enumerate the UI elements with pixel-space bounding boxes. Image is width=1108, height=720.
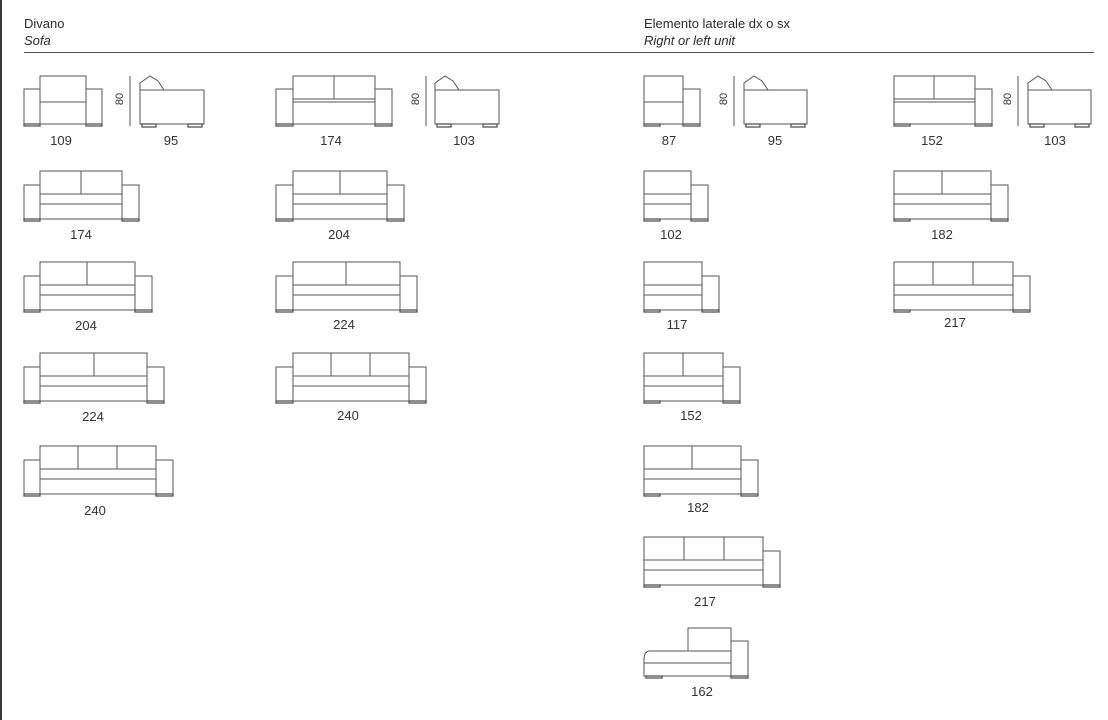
sofa-section-title: Divano (24, 16, 65, 31)
sofa-224a-drawing (275, 261, 418, 313)
sofa-204-drawing (23, 261, 153, 313)
sofa-240a-drawing (275, 352, 427, 404)
side-width-label: 87 (661, 133, 677, 148)
sofa-section-header: Divano Sofa (24, 15, 64, 49)
side-152a-front-drawing (893, 75, 993, 127)
page-left-border (0, 0, 2, 720)
sofa-width-label: 109 (50, 133, 72, 148)
sofa-width-label: 204 (75, 318, 97, 333)
sofa-width-label: 224 (333, 317, 355, 332)
side-unit-section-header: Elemento laterale dx o sx Right or left … (644, 15, 790, 49)
sofa-240-drawing (23, 445, 174, 497)
side-width-label: 182 (931, 227, 953, 242)
side-217-drawing (643, 536, 781, 588)
side-width-label: 152 (921, 133, 943, 148)
sofa-109-front-drawing (23, 75, 103, 127)
sofa-204a-drawing (275, 170, 405, 222)
side-unit-section-title: Elemento laterale dx o sx (644, 16, 790, 31)
sofa-224-drawing (23, 352, 165, 404)
side-152a-side-drawing (1017, 75, 1092, 128)
side-unit-section-subtitle: Right or left unit (644, 33, 736, 48)
side-87-height-label: 80 (718, 92, 731, 106)
sofa-depth-label: 95 (163, 133, 179, 148)
side-162-chaise-drawing (643, 627, 749, 679)
sofa-109-side-drawing (129, 75, 205, 128)
sofa-depth-label: 103 (453, 133, 475, 148)
side-width-label: 117 (666, 317, 688, 332)
side-217a-drawing (893, 261, 1031, 313)
sofa-174-side-drawing (425, 75, 500, 128)
side-182a-drawing (893, 170, 1009, 222)
sofa-width-label: 174 (320, 133, 342, 148)
side-182-drawing (643, 445, 759, 497)
sofa-width-label: 174 (70, 227, 92, 242)
sofa-section-subtitle: Sofa (24, 33, 51, 48)
side-152-drawing (643, 352, 741, 404)
sofa-174-drawing (23, 170, 140, 222)
side-87-side-drawing (733, 75, 808, 128)
side-152-height-label: 80 (1002, 92, 1015, 106)
side-width-label: 152 (680, 408, 702, 423)
sofa-174-front-drawing (275, 75, 393, 127)
side-117-drawing (643, 261, 720, 313)
side-width-label: 182 (687, 500, 709, 515)
header-divider (24, 52, 1094, 53)
side-width-label: 217 (944, 315, 966, 330)
sofa-109-height-label: 80 (114, 92, 127, 106)
side-depth-label: 95 (767, 133, 783, 148)
side-102-drawing (643, 170, 709, 222)
side-87-front-drawing (643, 75, 701, 127)
sofa-width-label: 204 (328, 227, 350, 242)
side-width-label: 102 (660, 227, 682, 242)
side-width-label: 162 (691, 684, 713, 699)
sofa-width-label: 224 (82, 409, 104, 424)
sofa-width-label: 240 (337, 408, 359, 423)
side-width-label: 217 (694, 594, 716, 609)
sofa-174-height-label: 80 (410, 92, 423, 106)
sofa-width-label: 240 (84, 503, 106, 518)
side-depth-label: 103 (1044, 133, 1066, 148)
